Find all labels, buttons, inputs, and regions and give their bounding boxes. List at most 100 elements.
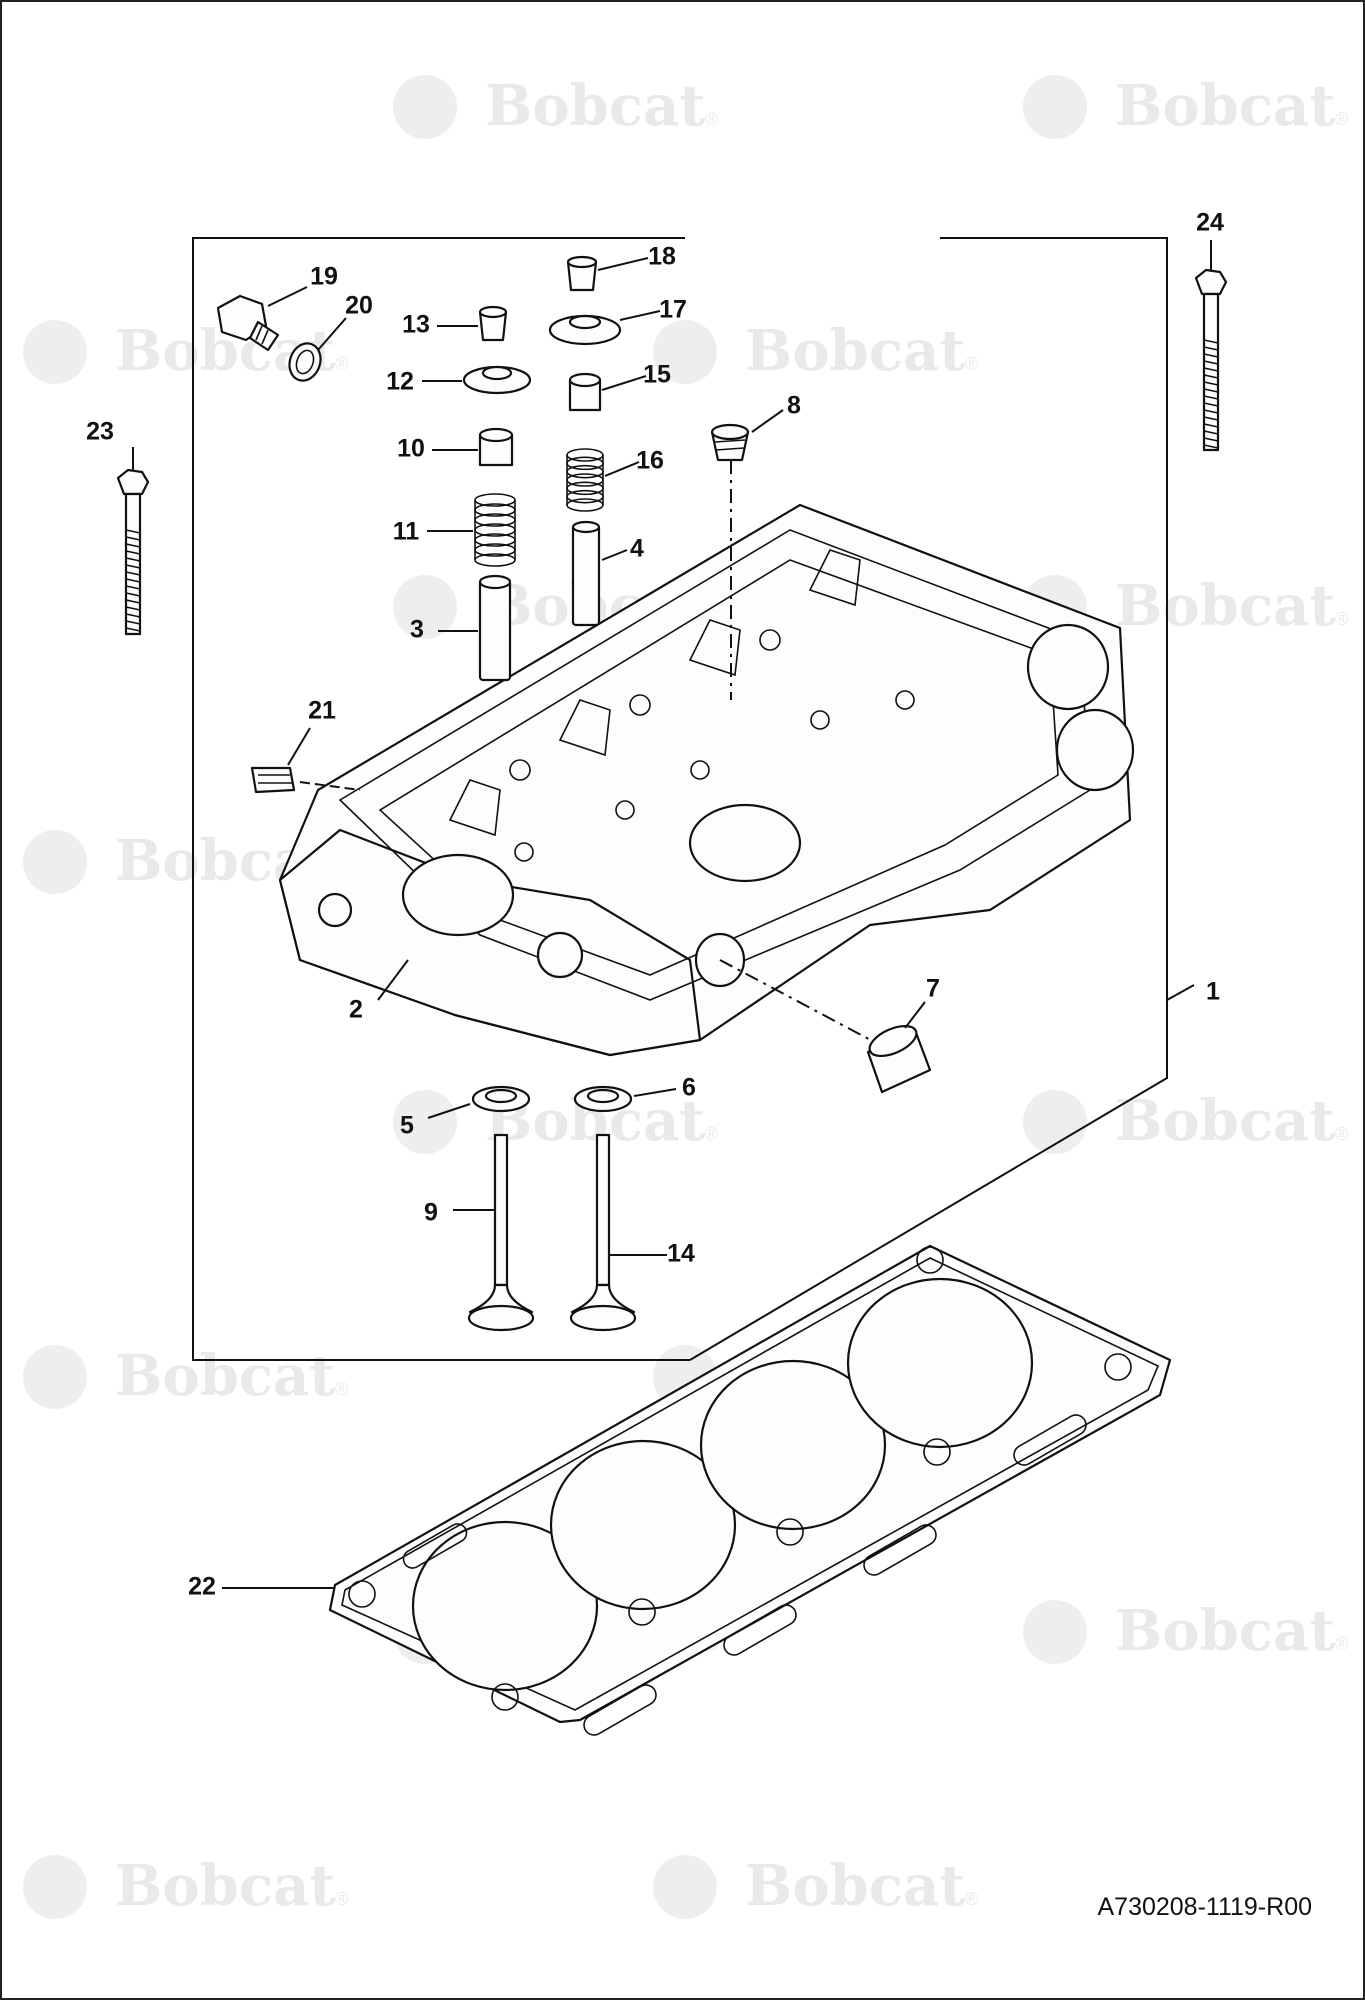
callout-number: 14 <box>667 1240 695 1268</box>
bobcat-watermark: Bobcat® <box>393 73 718 139</box>
leader-line <box>317 317 347 351</box>
callout-number: 12 <box>386 368 414 396</box>
thread-line <box>125 529 141 534</box>
part-22-head-gasket <box>328 1244 1172 1736</box>
watermark-brand: Bobcat <box>115 1853 335 1919</box>
callout-number: 8 <box>787 392 801 420</box>
thread-line <box>125 606 141 611</box>
thread-line <box>125 627 141 632</box>
callout-22-head-gasket: 22 <box>188 1573 334 1601</box>
thread-line <box>1203 367 1219 372</box>
thread-line <box>125 571 141 576</box>
bobcat-logo-icon <box>393 1090 457 1154</box>
leader-line <box>633 1088 677 1097</box>
callout-13-valve-collet: 13 <box>402 311 478 339</box>
thread-line <box>125 557 141 562</box>
thread-line <box>1203 430 1219 435</box>
thread-line <box>1203 388 1219 393</box>
part-3-valve-guide <box>478 574 512 682</box>
callout-14-exhaust-valve: 14 <box>610 1240 695 1268</box>
part-14-exhaust-valve <box>569 1133 637 1332</box>
part-17-retainer <box>548 314 622 346</box>
leader-line <box>751 409 784 433</box>
part-18-collet <box>566 255 598 292</box>
part-23-head-bolt <box>116 468 150 636</box>
bobcat-watermark: Bobcat® <box>653 318 978 384</box>
part-4-valve-guide <box>571 520 601 627</box>
bobcat-logo-icon <box>23 320 87 384</box>
callout-number: 10 <box>397 435 425 463</box>
thread-line <box>125 585 141 590</box>
bobcat-watermark: Bobcat® <box>23 1853 348 1919</box>
watermark-brand: Bobcat <box>485 73 705 139</box>
watermark-registered-mark: ® <box>335 1889 348 1909</box>
watermark-brand: Bobcat <box>745 1853 965 1919</box>
callout-24-head-bolt: 24 <box>1196 209 1224 270</box>
callout-number: 17 <box>659 296 687 324</box>
thread-line <box>125 543 141 548</box>
bobcat-watermark: Bobcat® <box>1023 1088 1348 1154</box>
watermark-registered-mark: ® <box>1335 1124 1348 1144</box>
thread-line <box>1203 374 1219 379</box>
thread-line <box>125 578 141 583</box>
part-21-plug <box>250 766 296 794</box>
thread-line <box>125 613 141 618</box>
part-20-washer <box>288 342 322 382</box>
watermark-registered-mark: ® <box>335 354 348 374</box>
watermark-registered-mark: ® <box>965 1889 978 1909</box>
watermark-registered-mark: ® <box>1335 609 1348 629</box>
part-23-threads <box>125 529 141 632</box>
part-24-head-bolt <box>1194 268 1228 452</box>
cylinder-head <box>278 503 1135 1057</box>
callout-number: 5 <box>400 1112 414 1140</box>
bobcat-watermark: Bobcat® <box>393 1088 718 1154</box>
part-7-plug <box>866 1024 932 1094</box>
callout-9-intake-valve: 9 <box>424 1199 494 1227</box>
thread-line <box>125 599 141 604</box>
thread-line <box>1203 416 1219 421</box>
thread-line <box>125 592 141 597</box>
callout-7-plug: 7 <box>904 975 940 1029</box>
alignment-line-21 <box>299 781 361 791</box>
part-12-retainer <box>462 365 532 395</box>
leader-line <box>601 375 647 391</box>
callout-5-valve-seat: 5 <box>400 1103 471 1140</box>
callout-3-valve-guide: 3 <box>410 616 478 644</box>
watermark-registered-mark: ® <box>965 354 978 374</box>
thread-line <box>1203 437 1219 442</box>
callout-18-valve-collet: 18 <box>597 243 676 271</box>
thread-line <box>125 620 141 625</box>
thread-line <box>1203 444 1219 449</box>
thread-line <box>1203 409 1219 414</box>
callout-number: 21 <box>308 697 336 725</box>
part-8-nozzle-sleeve <box>710 423 750 462</box>
callout-number: 20 <box>345 292 373 320</box>
callout-number: 11 <box>393 518 420 546</box>
callout-21-plug: 21 <box>287 697 336 766</box>
part-9-intake-valve <box>467 1133 535 1332</box>
callout-number: 7 <box>926 975 940 1003</box>
callout-number: 23 <box>86 418 114 446</box>
leader-line <box>904 1001 926 1029</box>
part-11-valve-spring <box>474 493 516 567</box>
watermark-registered-mark: ® <box>335 1379 348 1399</box>
thread-line <box>1203 360 1219 365</box>
assembly-outline-box-left <box>192 237 690 1361</box>
callout-1-cylinder-head-assembly: 1 <box>1166 978 1220 1006</box>
part-24-threads <box>1203 339 1219 449</box>
bobcat-logo-icon <box>1023 75 1087 139</box>
alignment-line-7 <box>719 959 881 1046</box>
part-13-collet <box>478 305 508 342</box>
callout-10-valve-stem-seal: 10 <box>397 435 478 463</box>
bobcat-watermark: Bobcat® <box>1023 573 1348 639</box>
leader-line <box>604 461 640 477</box>
bobcat-watermark: Bobcat® <box>1023 1598 1348 1664</box>
bobcat-watermark: Bobcat® <box>1023 73 1348 139</box>
watermark-brand: Bobcat <box>1115 1598 1335 1664</box>
thread-line <box>125 536 141 541</box>
callout-number: 15 <box>643 361 671 389</box>
leader-line <box>1166 984 1195 1001</box>
bobcat-logo-icon <box>1023 1600 1087 1664</box>
